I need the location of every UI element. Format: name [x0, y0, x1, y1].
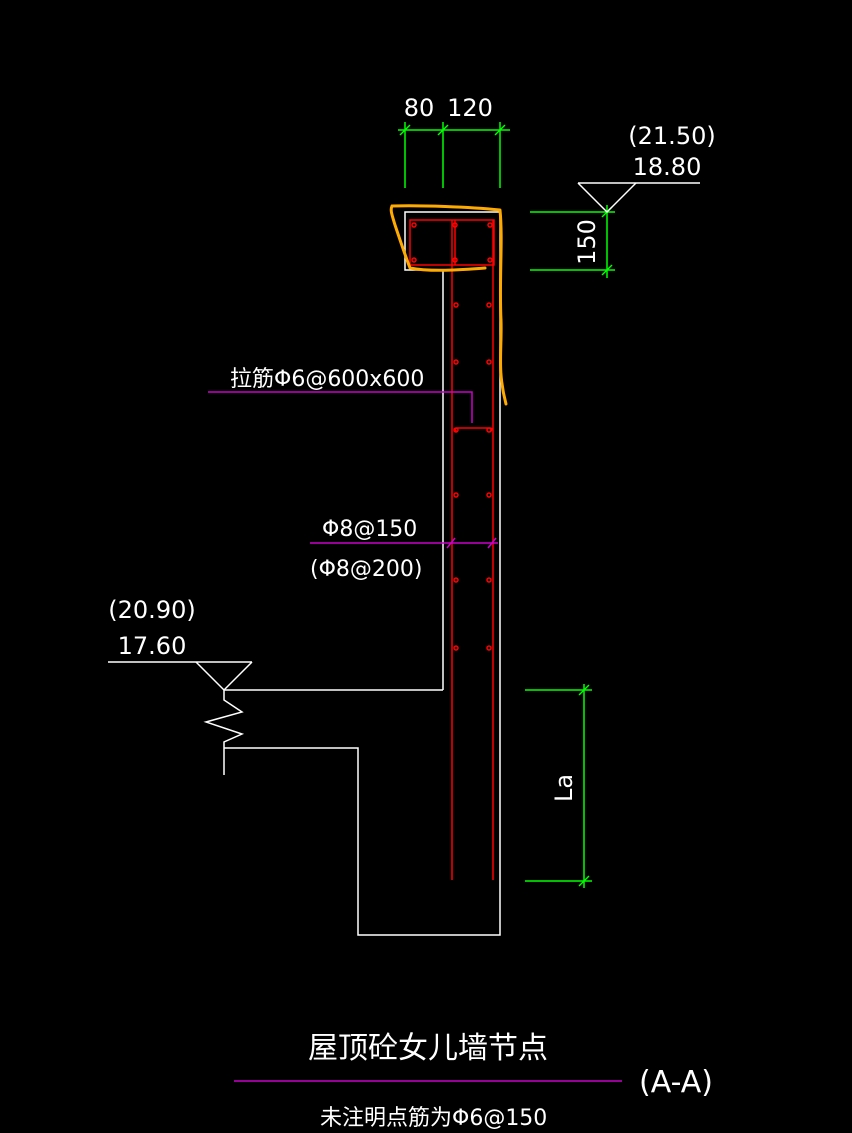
dim-tick	[399, 124, 411, 136]
rebar-dot	[411, 257, 417, 263]
rebar-dot	[487, 222, 493, 228]
elevation-markers	[108, 182, 700, 692]
tie-bar-label: 拉筋Φ6@600x600	[230, 367, 424, 392]
dim-label-120: 120	[447, 94, 493, 122]
dim-label-80: 80	[404, 94, 435, 122]
rebar-dot	[486, 359, 492, 365]
leader-tick	[446, 537, 456, 549]
dim-label-la: La	[550, 774, 578, 802]
elev-top-triangle	[577, 182, 637, 214]
rebar-group	[409, 219, 495, 880]
rebar-dot	[486, 645, 492, 651]
elev-label-top-structural: (21.50)	[628, 122, 715, 150]
rebar-dot	[453, 645, 459, 651]
rebar-dot	[486, 492, 492, 498]
drawing-title: 屋顶砼女儿墙节点	[308, 1031, 548, 1066]
text-labels: 80 120 (21.50) 18.80 150 拉筋Φ6@600x600 Φ8…	[108, 94, 715, 1131]
dimensions-group	[398, 122, 615, 888]
dim-tick	[494, 124, 506, 136]
elev-roof-triangle	[195, 661, 253, 692]
rebar-dot	[453, 427, 459, 433]
horizontal-bar-label: Φ8@150	[322, 517, 417, 542]
rebar-dot	[486, 302, 492, 308]
rebar-dot	[453, 577, 459, 583]
dim-tick	[437, 124, 449, 136]
rebar-dot	[452, 222, 458, 228]
rebar-dot	[453, 492, 459, 498]
tie-bar-leader	[208, 391, 473, 423]
dim-tick	[601, 264, 613, 276]
horizontal-bar-label-alt: (Φ8@200)	[310, 557, 422, 582]
coping-stirrup	[409, 219, 495, 266]
leaders-group	[208, 391, 622, 1082]
rebar-dot	[487, 257, 493, 263]
dim-tick	[578, 684, 590, 696]
section-mark: (A-A)	[639, 1065, 713, 1100]
dim-tick	[578, 875, 590, 887]
rebar-dot	[453, 302, 459, 308]
drawing-note: 未注明点筋为Φ6@150	[320, 1106, 547, 1131]
rebar-dot	[486, 577, 492, 583]
break-line	[203, 690, 245, 775]
markup-highlight	[389, 204, 508, 406]
elev-label-roof-structural: (20.90)	[108, 596, 195, 624]
elev-label-roof-building: 17.60	[118, 632, 187, 660]
rebar-dot	[453, 359, 459, 365]
rebar-dot	[486, 427, 492, 433]
rebar-dot	[452, 257, 458, 263]
leader-tick	[487, 537, 497, 549]
dim-label-150: 150	[573, 219, 601, 265]
rebar-dot	[411, 222, 417, 228]
elev-label-top-building: 18.80	[633, 153, 702, 181]
